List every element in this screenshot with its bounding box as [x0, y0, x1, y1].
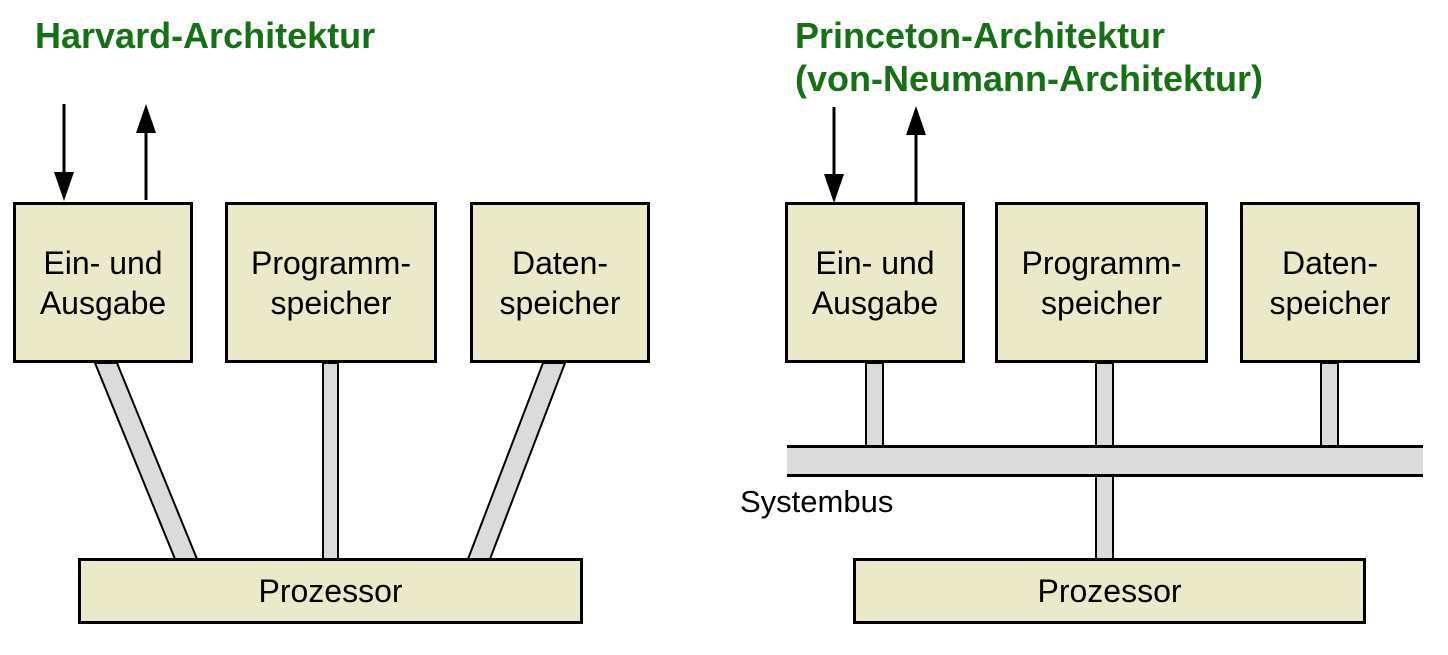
harvard-program-memory-box: Programm- speicher — [225, 202, 437, 363]
princeton-processor-box: Prozessor — [853, 558, 1366, 624]
harvard-program-processor-connector — [322, 362, 339, 560]
princeton-title-line1: Princeton-Architektur — [795, 15, 1166, 56]
princeton-io-bus-connector — [865, 362, 884, 447]
arrow-up-icon — [906, 106, 926, 202]
princeton-processor-bus-connector — [1095, 475, 1114, 560]
princeton-data-memory-box: Daten- speicher — [1240, 202, 1420, 363]
princeton-title: Princeton-Architektur (von-Neumann-Archi… — [795, 14, 1263, 100]
princeton-data-bus-connector — [1320, 362, 1339, 447]
princeton-io-box: Ein- und Ausgabe — [785, 202, 965, 363]
princeton-program-bus-connector — [1095, 362, 1114, 447]
harvard-data-processor-connector — [466, 362, 567, 560]
harvard-io-box: Ein- und Ausgabe — [13, 202, 193, 363]
system-bus-bar — [787, 445, 1423, 477]
arrow-down-icon — [824, 107, 844, 203]
arrow-up-icon — [136, 104, 156, 200]
harvard-io-processor-connector — [93, 362, 199, 560]
princeton-title-line2: (von-Neumann-Architektur) — [795, 58, 1264, 99]
arrow-down-icon — [54, 104, 74, 201]
harvard-title: Harvard-Architektur — [35, 15, 376, 56]
harvard-processor-box: Prozessor — [78, 558, 583, 624]
princeton-program-memory-box: Programm- speicher — [995, 202, 1208, 363]
harvard-data-memory-box: Daten- speicher — [470, 202, 650, 363]
systembus-label: Systembus — [740, 484, 894, 519]
